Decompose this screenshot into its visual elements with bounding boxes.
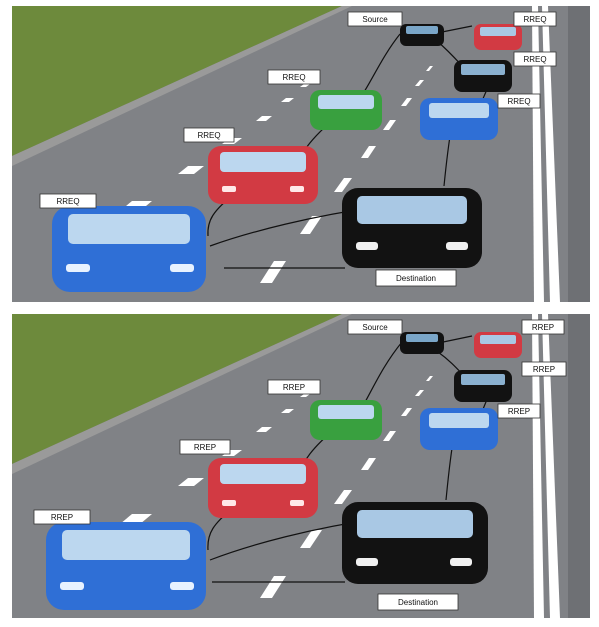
- label-red-small: RREQ: [514, 12, 556, 26]
- svg-text:Source: Source: [362, 323, 388, 332]
- car-blue-big: [46, 522, 206, 610]
- label-blue-mid: RREP: [498, 404, 540, 418]
- label-source: Source: [348, 320, 402, 334]
- svg-text:RREQ: RREQ: [56, 197, 79, 206]
- label-black-mid: RREQ: [514, 52, 556, 66]
- car-red-big: [208, 146, 318, 204]
- label-green: RREP: [268, 380, 320, 394]
- car-blue-mid: [420, 408, 498, 450]
- label-red-big: RREQ: [184, 128, 234, 142]
- svg-text:RREP: RREP: [283, 383, 305, 392]
- label-black-mid: RREP: [522, 362, 566, 376]
- car-red-small: [474, 24, 522, 50]
- car-blue-big: [52, 206, 206, 292]
- svg-text:RREQ: RREQ: [197, 131, 220, 140]
- svg-text:RREP: RREP: [51, 513, 73, 522]
- svg-text:RREQ: RREQ: [523, 15, 546, 24]
- car-green: [310, 90, 382, 130]
- car-destination-black: [342, 502, 488, 584]
- svg-text:RREQ: RREQ: [507, 97, 530, 106]
- svg-text:RREP: RREP: [194, 443, 216, 452]
- car-red-small: [474, 332, 522, 358]
- label-red-small: RREP: [522, 320, 564, 334]
- label-source: Source: [348, 12, 402, 26]
- rreq-scene-panel: Source RREQ RREQ RREQ RREQ RREQ RREQ De: [12, 6, 590, 302]
- label-blue-big: RREP: [34, 510, 90, 524]
- car-red-big: [208, 458, 318, 518]
- svg-text:RREP: RREP: [533, 365, 555, 374]
- shoulder: [568, 6, 590, 302]
- label-red-big: RREP: [180, 440, 230, 454]
- car-black-mid: [454, 60, 512, 92]
- svg-text:RREQ: RREQ: [523, 55, 546, 64]
- svg-text:Destination: Destination: [398, 598, 438, 607]
- rreq-scene: Source RREQ RREQ RREQ RREQ RREQ RREQ De: [12, 6, 590, 302]
- label-destination: Destination: [376, 270, 456, 286]
- rrep-scene-panel: Source RREP RREP RREP RREP RREP RREP De: [12, 314, 590, 618]
- car-source-black: [400, 332, 444, 354]
- label-blue-big: RREQ: [40, 194, 96, 208]
- car-source-black: [400, 24, 444, 46]
- svg-text:Destination: Destination: [396, 274, 436, 283]
- label-source-text: Source: [362, 15, 388, 24]
- shoulder: [568, 314, 590, 618]
- car-black-mid: [454, 370, 512, 402]
- svg-text:RREP: RREP: [508, 407, 530, 416]
- svg-text:RREQ: RREQ: [282, 73, 305, 82]
- rrep-scene: Source RREP RREP RREP RREP RREP RREP De: [12, 314, 590, 618]
- car-blue-mid: [420, 98, 498, 140]
- label-blue-mid: RREQ: [498, 94, 540, 108]
- svg-text:RREP: RREP: [532, 323, 554, 332]
- car-green: [310, 400, 382, 440]
- label-destination: Destination: [378, 594, 458, 610]
- car-destination-black: [342, 188, 482, 268]
- label-green: RREQ: [268, 70, 320, 84]
